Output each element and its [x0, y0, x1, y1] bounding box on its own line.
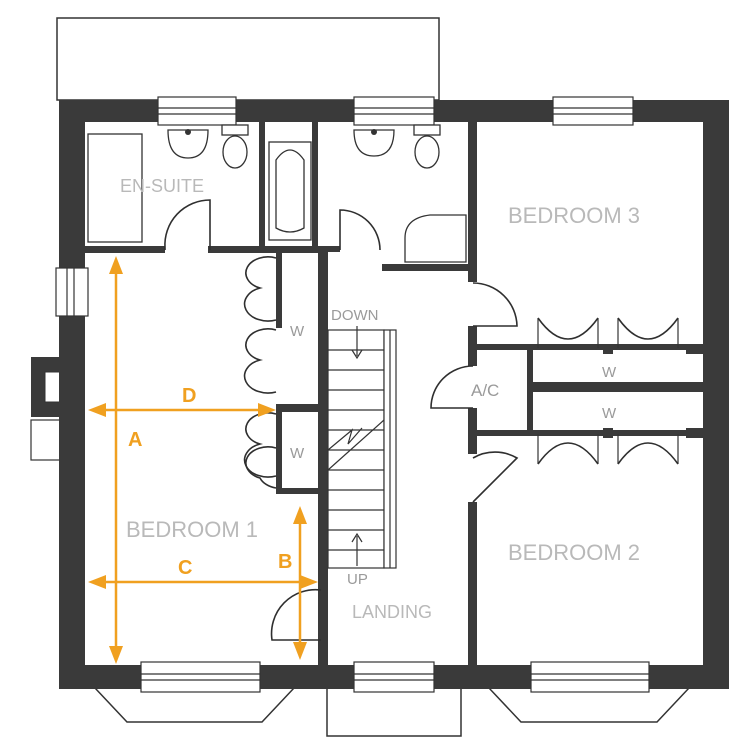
- airing-cupboard-label: A/C: [471, 381, 499, 400]
- bath-ensuite: [87, 133, 143, 243]
- wardrobe-doors-bedroom3: [537, 317, 679, 348]
- dimension-label-c: C: [178, 557, 192, 579]
- room-label-landing: LANDING: [352, 602, 432, 622]
- wardrobe-label-bedroom3: W: [602, 364, 617, 381]
- stair-arrow-down: [351, 326, 363, 360]
- wardrobe-doors-bedroom1: [243, 256, 277, 489]
- basin-ensuite: [167, 129, 209, 159]
- room-label-bedroom2: BEDROOM 2: [508, 540, 640, 565]
- dimension-label-d: D: [182, 385, 196, 407]
- porch-projection: [326, 687, 462, 737]
- stairs-down-label: DOWN: [331, 307, 379, 324]
- shower-tray: [404, 214, 467, 263]
- wardrobe-label-bedroom1-top: W: [290, 323, 305, 340]
- dimension-lines: [88, 256, 318, 664]
- room-label-bedroom1: BEDROOM 1: [126, 517, 258, 542]
- dimension-label-b: B: [278, 551, 292, 573]
- bay-window-left: [94, 687, 295, 723]
- wardrobe-label-bedroom2: W: [602, 405, 617, 422]
- basin-main: [353, 129, 395, 157]
- toilet-main: [413, 124, 441, 169]
- stairs-up-label: UP: [347, 571, 368, 588]
- room-label-bedroom3: BEDROOM 3: [508, 203, 640, 228]
- bay-window-right: [488, 687, 690, 723]
- bath-main-inner: [275, 149, 305, 233]
- roof-projection: [56, 17, 440, 101]
- chimney-lower: [30, 419, 62, 461]
- stair-arrow-up: [351, 532, 363, 566]
- toilet-ensuite: [221, 124, 249, 169]
- wardrobe-label-bedroom1-bottom: W: [290, 445, 305, 462]
- chimney-inner: [44, 371, 62, 403]
- wardrobe-doors-bedroom2: [537, 434, 679, 465]
- room-label-ensuite: EN-SUITE: [120, 176, 204, 196]
- internal-walls: [85, 122, 703, 668]
- dimension-label-a: A: [128, 429, 142, 451]
- staircase: [327, 329, 397, 569]
- doors: [164, 199, 519, 641]
- windows: [55, 96, 650, 693]
